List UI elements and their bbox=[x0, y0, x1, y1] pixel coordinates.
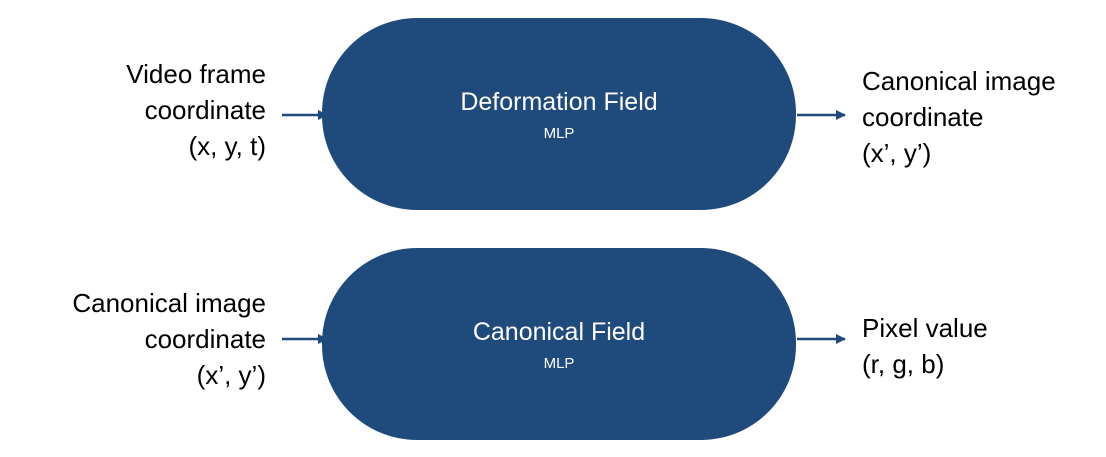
output-2-line-2: (r, g, b) bbox=[862, 349, 945, 379]
canonical-field-block: Canonical Field MLP bbox=[322, 248, 796, 440]
input-1-line-2: coordinate bbox=[144, 95, 266, 125]
input-2-line-1: Canonical image bbox=[72, 288, 266, 318]
input-label-1: Video frame coordinate (x, y, t) bbox=[126, 56, 266, 164]
block-1-title: Deformation Field bbox=[460, 87, 658, 116]
input-2-line-3: (x’, y’) bbox=[196, 360, 266, 390]
output-1-line-2: coordinate bbox=[862, 102, 984, 132]
output-label-2: Pixel value (r, g, b) bbox=[862, 310, 988, 382]
input-label-2: Canonical image coordinate (x’, y’) bbox=[72, 285, 266, 393]
block-2-subtitle: MLP bbox=[543, 354, 575, 372]
output-1-line-1: Canonical image bbox=[862, 66, 1056, 96]
block-1-subtitle: MLP bbox=[543, 124, 575, 142]
deformation-field-block: Deformation Field MLP bbox=[322, 18, 796, 210]
input-1-line-3: (x, y, t) bbox=[188, 131, 266, 161]
input-2-line-2: coordinate bbox=[144, 324, 266, 354]
output-1-line-3: (x’, y’) bbox=[862, 138, 932, 168]
block-2-title: Canonical Field bbox=[472, 317, 646, 346]
output-label-1: Canonical image coordinate (x’, y’) bbox=[862, 63, 1056, 171]
output-2-line-1: Pixel value bbox=[862, 313, 988, 343]
input-1-line-1: Video frame bbox=[126, 59, 266, 89]
